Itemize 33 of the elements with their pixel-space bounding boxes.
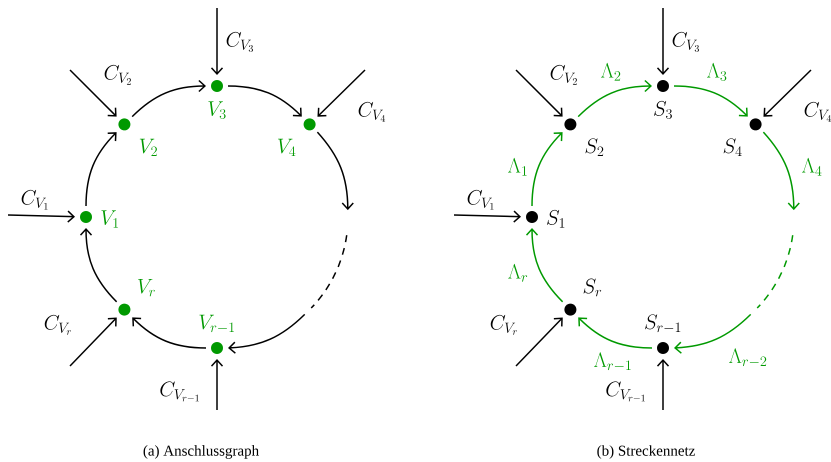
edge-label: $C_{V_1}$ — [468, 190, 494, 210]
caption: (a) Anschlussgraph — [144, 445, 259, 459]
node-label: $V_2$ — [140, 138, 157, 156]
node-label: $V_1$ — [101, 210, 118, 228]
edge-label: $\Lambda_3$ — [707, 62, 726, 81]
edge-label: $\Lambda_{r-2}$ — [729, 348, 766, 366]
edge-label: $\Lambda_r$ — [508, 264, 528, 282]
edge-label: $C_{V_2}$ — [550, 64, 577, 85]
caption: (b) Streckennetz — [597, 445, 695, 459]
edge-label: $C_{V_4}$ — [804, 102, 831, 122]
node-label: $V_4$ — [278, 138, 296, 156]
node-label: $S_r$ — [584, 278, 602, 296]
edge-label: $C_{V_3}$ — [226, 32, 253, 52]
node-label: $S_1$ — [547, 210, 564, 228]
edge-label: $\Lambda_2$ — [601, 62, 620, 81]
node-label: $V_r$ — [138, 278, 155, 296]
edge-label: $C_{V_{r-1}}$ — [606, 381, 645, 402]
edge-label: $C_{V_r}$ — [44, 314, 71, 335]
edge-label: $C_{V_{r-1}}$ — [160, 381, 199, 402]
node-label: $S_2$ — [585, 138, 604, 156]
node-label: $V_3$ — [208, 101, 226, 119]
node-label: $V_{r-1}$ — [199, 314, 234, 332]
edge-label: $\Lambda_1$ — [508, 158, 527, 176]
node-label: $S_4$ — [724, 138, 742, 156]
edge-label: $\Lambda_4$ — [802, 158, 822, 176]
node-label: $S_{r-1}$ — [645, 314, 680, 332]
edge-label: $C_{V_3}$ — [672, 32, 699, 52]
edge-label: $\Lambda_{r-1}$ — [594, 352, 631, 370]
node-label: $S_3$ — [654, 100, 672, 119]
edge-label: $C_{V_4}$ — [358, 102, 386, 122]
edge-label: $C_{V_2}$ — [104, 64, 131, 85]
edge-label: $C_{V_r}$ — [490, 314, 517, 335]
edge-label: $C_{V_1}$ — [22, 190, 48, 210]
